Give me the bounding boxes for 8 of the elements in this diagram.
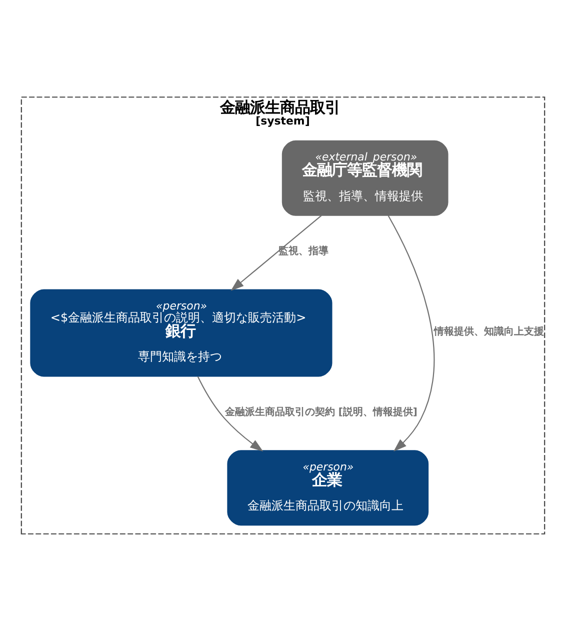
arrow bbox=[388, 214, 435, 451]
node-box: «external_person» 金融庁等監督機関 監視、指導、情報提供 bbox=[282, 140, 448, 216]
edge-label: 情報提供、知識向上支援 bbox=[434, 326, 544, 337]
node-box: «person» <$金融派生商品取引の説明、適切な販売活動> 銀行 専門知識を持つ bbox=[30, 288, 332, 376]
arrow bbox=[197, 376, 264, 451]
node-box: «person» 企業 金融派生商品取引の知識向上 bbox=[227, 450, 429, 526]
edge-label: 金融派生商品取引の契約 [説明、情報提供] bbox=[224, 406, 418, 418]
arrow bbox=[230, 214, 322, 290]
